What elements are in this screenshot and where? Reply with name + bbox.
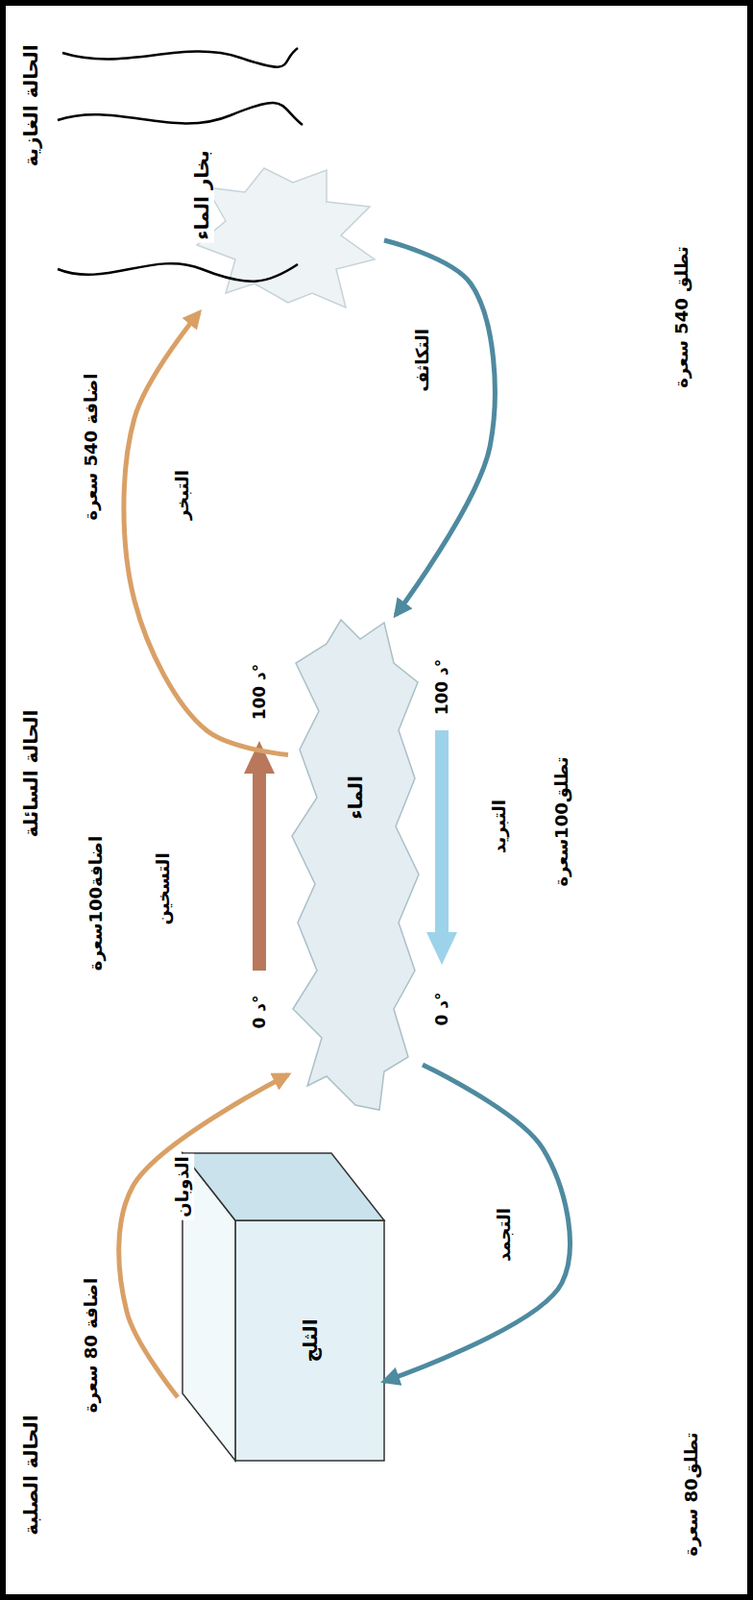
transition-arrow xyxy=(384,1064,570,1382)
node-label: بخار الماء xyxy=(189,146,215,243)
energy-note: تطلق100سعرة xyxy=(550,753,574,889)
transition-arrow xyxy=(123,312,289,755)
ice-block: الثلج xyxy=(177,1142,385,1460)
process-label: التبخر xyxy=(170,466,195,523)
process-label: الذوبان xyxy=(170,1152,195,1219)
vapor-body: بخار الماء xyxy=(48,24,385,313)
transition-arrow xyxy=(384,240,495,615)
energy-note: اضافة 540 سعرة xyxy=(79,370,103,524)
process-label: التجمد xyxy=(492,1204,516,1264)
node-label: الثلج xyxy=(297,1314,323,1364)
ice-cube xyxy=(182,1152,385,1460)
temperature-label: 100 د° xyxy=(248,660,270,724)
process-label: التبريد xyxy=(487,796,511,856)
energy-note: اضافة100سعرة xyxy=(84,832,108,973)
energy-note: تطلق 540 سعرة xyxy=(670,242,694,391)
process-label: التسخين xyxy=(151,849,175,927)
state-heading: الحالة السائلة xyxy=(18,706,44,841)
state-heading: الحالة الغازية xyxy=(18,41,44,170)
transition-arrow xyxy=(119,1073,289,1397)
energy-note: اضافة 80 سعرة xyxy=(79,1274,103,1415)
energy-note: تطلق80 سعرة xyxy=(680,1429,704,1559)
vapor-cloud xyxy=(57,48,375,308)
temperature-label: 100 د° xyxy=(431,655,453,719)
cooling-arrow xyxy=(426,729,458,965)
heating-arrow xyxy=(243,740,275,971)
temperature-label: 0 د° xyxy=(431,989,453,1029)
temperature-label: 0 د° xyxy=(248,992,270,1032)
node-label: الماء xyxy=(342,772,368,823)
state-heading: الحالة الصلبة xyxy=(18,1410,44,1537)
water-body: الماء xyxy=(288,614,423,1115)
process-label: التكاثف xyxy=(411,325,435,395)
water-splash xyxy=(291,619,419,1110)
